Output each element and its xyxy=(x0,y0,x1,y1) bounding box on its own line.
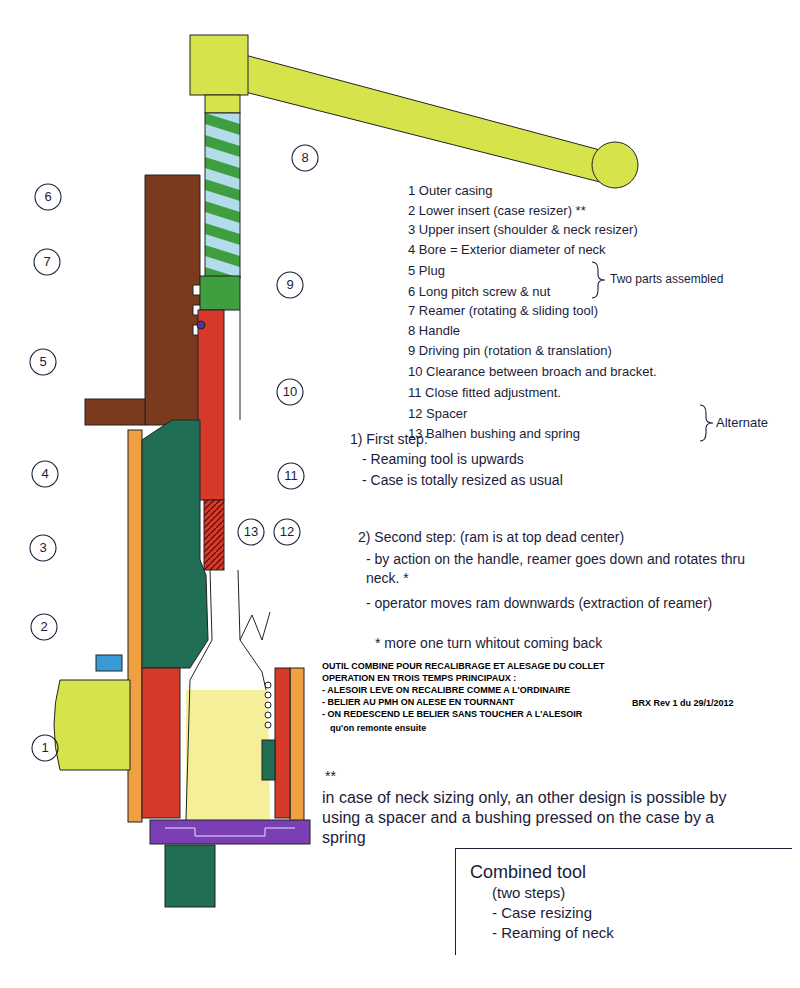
parts-list-item: 7 Reamer (rotating & sliding tool) xyxy=(408,302,598,319)
french-note: qu'on remonte ensuite xyxy=(330,722,426,734)
step-text: - by action on the handle, reamer goes d… xyxy=(366,550,766,588)
callout-circle xyxy=(34,249,60,275)
case-body xyxy=(186,690,270,820)
callout-circle xyxy=(32,461,58,487)
step-heading: 1) First step: xyxy=(350,430,428,448)
title-box: Combined tool(two steps)- Case resizing-… xyxy=(455,848,792,955)
plug-arm xyxy=(85,399,145,425)
shell-holder-slot xyxy=(165,828,295,836)
step-heading: 2) Second step: (ram is at top dead cent… xyxy=(358,528,624,546)
driving-block xyxy=(200,276,240,310)
revision-note: BRX Rev 1 du 29/1/2012 xyxy=(632,697,734,709)
callout-circle xyxy=(292,145,318,171)
handle-arm xyxy=(245,55,600,182)
callout-circle xyxy=(30,535,56,561)
callout-number: 12 xyxy=(274,524,300,540)
lock-ring xyxy=(96,655,122,671)
lower-insert xyxy=(142,668,180,818)
french-note: - ON REDESCEND LE BELIER SANS TOUCHER A … xyxy=(322,708,582,720)
callout-circle xyxy=(277,379,303,405)
group-note: Alternate xyxy=(716,414,768,431)
handle-neck xyxy=(205,95,240,113)
reamer xyxy=(198,310,224,500)
callout-circle xyxy=(277,272,303,298)
callout-number: 11 xyxy=(278,468,304,484)
parts-list-item: 4 Bore = Exterior diameter of neck xyxy=(408,241,606,258)
driving-pin xyxy=(197,321,205,329)
reamer-cutter xyxy=(204,500,224,570)
french-note: - ALESOIR LEVE ON RECALIBRE COMME A L'OR… xyxy=(322,684,570,696)
callout-number: 5 xyxy=(30,354,56,370)
callout-circle xyxy=(30,349,56,375)
box-text: - Reaming of neck xyxy=(492,923,778,943)
lower-insert xyxy=(275,668,290,818)
parts-list-item: 13 Balhen bushing and spring xyxy=(408,425,580,442)
callout-circle xyxy=(31,614,57,640)
footnote-mark: ** xyxy=(325,768,336,784)
parts-list-item: 12 Spacer xyxy=(408,405,467,422)
step-text: - Case is totally resized as usual xyxy=(362,471,563,489)
brace xyxy=(700,405,713,441)
callout-number: 1 xyxy=(32,740,58,756)
french-note: - BELIER AU PMH ON ALESE EN TOURNANT xyxy=(322,696,514,708)
step-text: - Reaming tool is upwards xyxy=(362,450,524,468)
callout-number: 13 xyxy=(238,524,264,540)
parts-list-item: 2 Lower insert (case resizer) ** xyxy=(408,202,586,219)
parts-list-item: 8 Handle xyxy=(408,322,460,339)
spring-coil xyxy=(265,692,271,698)
parts-list-item: 1 Outer casing xyxy=(408,182,493,199)
case-break xyxy=(240,612,270,640)
callout-number: 8 xyxy=(292,150,318,166)
nut xyxy=(145,175,200,425)
handle-ball xyxy=(592,142,638,188)
callout-number: 3 xyxy=(30,540,56,556)
callout-circle xyxy=(32,735,58,761)
box-text: (two steps) xyxy=(492,883,778,903)
callout-number: 2 xyxy=(31,619,57,635)
parts-list-item: 11 Close fitted adjustment. xyxy=(408,384,561,401)
press-frame xyxy=(54,680,130,770)
french-note: OUTIL COMBINE POUR RECALIBRAGE ET ALESAG… xyxy=(322,660,605,672)
step-text: - operator moves ram downwards (extracti… xyxy=(366,594,766,613)
bore-line xyxy=(240,310,241,420)
handle-knob xyxy=(190,35,248,95)
group-note: Two parts assembled xyxy=(610,271,723,287)
callout-number: 9 xyxy=(277,277,303,293)
callout-number: 7 xyxy=(34,254,60,270)
box-text: - Case resizing xyxy=(492,903,778,923)
box-heading: Combined tool xyxy=(470,861,778,883)
spring-coil xyxy=(265,722,271,728)
bushing xyxy=(262,740,275,780)
upper-insert xyxy=(142,420,208,668)
french-note: OPERATION EN TROIS TEMPS PRINCIPAUX : xyxy=(322,672,516,684)
callout-circle xyxy=(278,463,304,489)
callout-number: 10 xyxy=(277,384,303,400)
parts-list-item: 10 Clearance between broach and bracket. xyxy=(408,363,657,380)
spring-coil xyxy=(265,702,271,708)
spring-coil xyxy=(265,682,271,688)
spring-coil xyxy=(265,712,271,718)
parts-list-item: 3 Upper insert (shoulder & neck resizer) xyxy=(408,221,638,238)
long-pitch-screw xyxy=(205,113,240,278)
parts-list-item: 9 Driving pin (rotation & translation) xyxy=(408,342,612,359)
callout-number: 4 xyxy=(32,466,58,482)
case-outline xyxy=(186,570,266,820)
outer-casing xyxy=(290,668,304,822)
ram xyxy=(165,845,215,907)
callout-circle xyxy=(274,519,300,545)
parts-list-item: 6 Long pitch screw & nut xyxy=(408,283,550,300)
brace xyxy=(592,262,605,298)
callout-circle xyxy=(238,519,264,545)
parts-list-item: 5 Plug xyxy=(408,262,445,279)
callout-circle xyxy=(35,184,61,210)
shell-holder xyxy=(150,820,310,844)
footnote: * more one turn whitout coming back xyxy=(375,634,602,652)
callout-number: 6 xyxy=(35,189,61,205)
